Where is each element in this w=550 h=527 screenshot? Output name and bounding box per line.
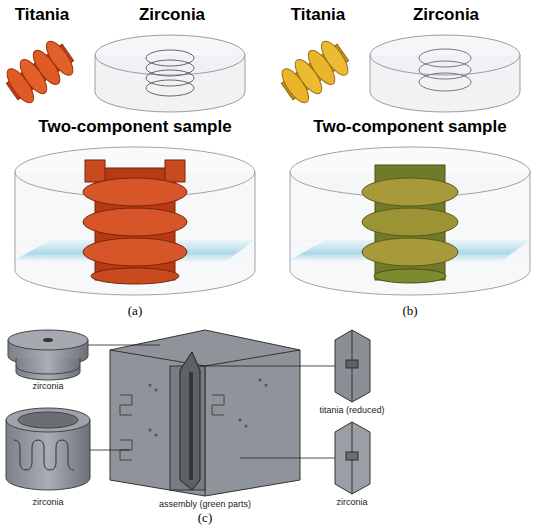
two-component-sample bbox=[290, 147, 530, 295]
sample-title: Two-component sample bbox=[313, 118, 506, 137]
leader-line bbox=[88, 345, 335, 458]
zirconia-lid bbox=[8, 330, 88, 380]
assembly-section bbox=[110, 330, 300, 496]
part-title: Titania bbox=[291, 6, 345, 25]
part-label: zirconia bbox=[32, 498, 63, 508]
zirconia-insert bbox=[335, 422, 370, 494]
two-component-sample bbox=[15, 147, 255, 295]
zirconia-part bbox=[370, 35, 520, 112]
titania-part bbox=[276, 36, 355, 108]
part-label: zirconia bbox=[336, 498, 367, 508]
titania-reduced-insert bbox=[335, 330, 370, 402]
sample-title: Two-component sample bbox=[38, 118, 231, 137]
part-label: assembly (green parts) bbox=[159, 500, 251, 510]
panel-label: (a) bbox=[128, 304, 142, 318]
zirconia-ring bbox=[6, 408, 90, 490]
part-title: Zirconia bbox=[139, 6, 205, 25]
part-title: Zirconia bbox=[413, 6, 479, 25]
part-title: Titania bbox=[15, 6, 69, 25]
part-label: titania (reduced) bbox=[319, 406, 384, 416]
panel-label: (c) bbox=[198, 511, 212, 525]
zirconia-part bbox=[95, 35, 245, 112]
titania-part bbox=[1, 36, 80, 108]
part-label: zirconia bbox=[32, 382, 63, 392]
panel-label: (b) bbox=[402, 304, 417, 318]
